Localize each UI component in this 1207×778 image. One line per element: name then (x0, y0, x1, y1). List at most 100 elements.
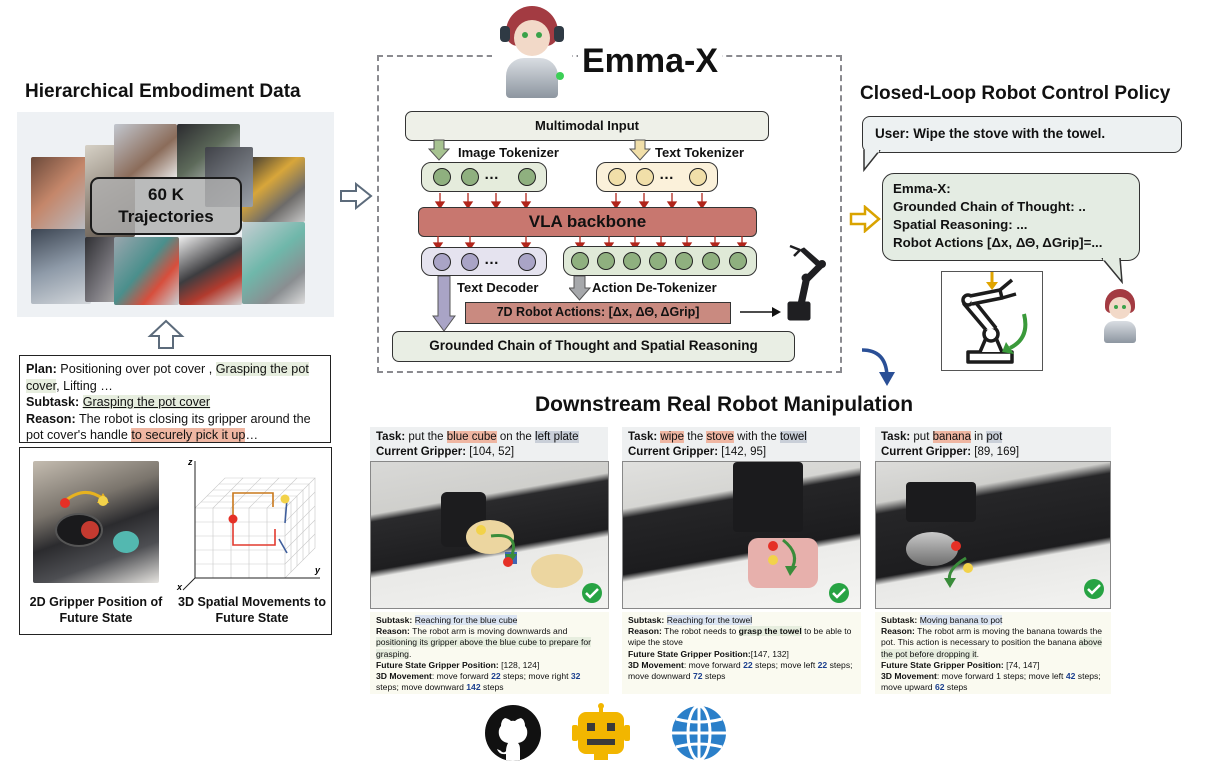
move-text: : move forward (683, 659, 744, 670)
trajectories-label: Trajectories (118, 207, 214, 226)
trajectory-collage: 60 K Trajectories (17, 112, 334, 317)
fsgp-label: Future State Gripper Position: (881, 659, 1004, 670)
emma-line-4: Robot Actions [Δx, ΔΘ, ΔGrip]=... (893, 235, 1103, 250)
gripper-2d-image (33, 461, 159, 583)
downstream-title: Downstream Real Robot Manipulation (535, 393, 914, 416)
text-token-dots: … (659, 166, 674, 183)
move-label: 3D Movement (628, 659, 684, 670)
move-num: 22 (743, 659, 753, 670)
axis-y-label: y (314, 565, 321, 575)
move-text: steps; move right (500, 671, 571, 682)
left-title: Hierarchical Embodiment Data (25, 81, 301, 102)
user-message: User: Wipe the stove with the towel. (875, 126, 1106, 141)
text-decoder-label: Text Decoder (457, 280, 539, 295)
move-num: 22 (491, 671, 501, 682)
task-label: Task: (881, 431, 911, 443)
subtask-value: Reaching for the towel (666, 615, 753, 625)
reason-label: Reason: (881, 626, 915, 637)
panel3-photo (875, 461, 1111, 609)
plan-box: Plan: Positioning over pot cover , Grasp… (19, 355, 331, 443)
move-text: : move forward 1 steps; move left (936, 671, 1066, 682)
task-text: put (913, 431, 933, 443)
text-token-pill: … (596, 162, 718, 192)
curved-blue-arrow (861, 348, 895, 386)
reason-text: The robot needs to (664, 626, 737, 637)
user-bubble-tail (863, 150, 881, 172)
emma-bubble: Emma-X: Grounded Chain of Thought: .. Sp… (882, 173, 1140, 261)
right-arrow-icon (340, 182, 373, 210)
robot-control-icon (961, 272, 1028, 364)
move-num: 22 (817, 659, 828, 670)
text-tokenizer-label: Text Tokenizer (655, 145, 745, 160)
globe-icon[interactable] (670, 704, 728, 762)
gripper-value: [142, 95] (721, 446, 767, 458)
task-target: left plate (535, 431, 579, 443)
task-label: Task: (628, 431, 658, 443)
task-target: pot (986, 431, 1003, 443)
move-num: 72 (692, 671, 703, 682)
fsgp-value: [147, 132] (750, 648, 789, 659)
reason-text: The robot arm is moving downwards and (412, 626, 568, 637)
subtask-value: Reaching for the blue cube (414, 615, 518, 625)
move-text: steps (944, 682, 968, 693)
gripper-value: [89, 169] (974, 446, 1020, 458)
panel2-details: Subtask: Reaching for the towel Reason: … (622, 612, 861, 694)
move-text: steps; move downward (376, 682, 467, 693)
task-text: on the (496, 431, 536, 443)
fsgp-value: [74, 147] (1006, 659, 1040, 670)
reason-text: The robot is closing its gripper around … (26, 411, 311, 443)
robot-control-box (941, 271, 1043, 371)
image-token-dots: … (484, 166, 499, 183)
task-object: blue cube (446, 431, 497, 443)
subtask-label: Subtask: (26, 395, 80, 409)
robot-arm-icon (787, 244, 826, 321)
subtask-label: Subtask: (376, 615, 413, 625)
task-text: put the (408, 431, 447, 443)
move-num: 62 (934, 682, 945, 693)
robot-icon[interactable] (570, 703, 632, 763)
task-tool: towel (779, 431, 807, 443)
emma-line-1: Emma-X: (893, 181, 951, 196)
task-text: the (684, 431, 707, 443)
panel1-task: Task: put the blue cube on the left plat… (370, 427, 608, 461)
text-decoder-pill: … (421, 247, 547, 276)
panel1-photo (370, 461, 609, 609)
move-label: 3D Movement (376, 671, 432, 682)
panel1-details: Subtask: Reaching for the blue cube Reas… (370, 612, 609, 694)
emma-bubble-tail (1101, 258, 1123, 284)
move-text: steps; move downward (628, 659, 853, 682)
fsgp-label: Future State Gripper Position: (628, 648, 751, 659)
subtask-label: Subtask: (628, 615, 665, 625)
move-num: 42 (1065, 671, 1076, 682)
right-title: Closed-Loop Robot Control Policy (860, 83, 1171, 104)
task-text: in (970, 431, 987, 443)
move-text: steps (480, 682, 504, 693)
user-bubble: User: Wipe the stove with the towel. (862, 116, 1182, 153)
emma-line-2: Grounded Chain of Thought: .. (893, 199, 1086, 214)
image-tokenizer-label: Image Tokenizer (458, 145, 559, 160)
spatial-3d-plot: z y x (176, 457, 321, 592)
move-text: steps; move left (752, 659, 818, 670)
action-token-pill (563, 246, 757, 276)
robot-actions-box: 7D Robot Actions: [Δx, ΔΘ, ΔGrip] (465, 302, 731, 324)
down-arrow-green-icon (428, 139, 450, 161)
plan-text: Positioning over pot cover , (60, 362, 213, 376)
reason-text: The robot arm is moving the banana towar… (881, 626, 1103, 648)
move-text: : move forward (431, 671, 492, 682)
task-verb: wipe (660, 431, 685, 443)
reason-text-end: to be able to wipe the stove (628, 626, 852, 648)
move-text: steps; move upward (881, 671, 1101, 693)
reason-label: Reason: (376, 626, 410, 637)
task-object: banana (932, 431, 971, 443)
move-text: steps (702, 671, 726, 682)
trajectories-count: 60 K (148, 185, 184, 204)
subtask-value: Moving banana to pot (919, 615, 1003, 625)
github-icon[interactable] (484, 704, 542, 762)
fig1-caption: 2D Gripper Position of Future State (29, 595, 163, 625)
emma-avatar (492, 2, 572, 99)
plan-text-end: , Lifting … (56, 378, 113, 393)
gripper-label: Current Gripper: (376, 446, 467, 458)
down-arrow-yellow-icon (629, 139, 651, 161)
future-state-box: 2D Gripper Position of Future State z y … (19, 447, 332, 635)
up-arrow-icon (147, 319, 185, 349)
